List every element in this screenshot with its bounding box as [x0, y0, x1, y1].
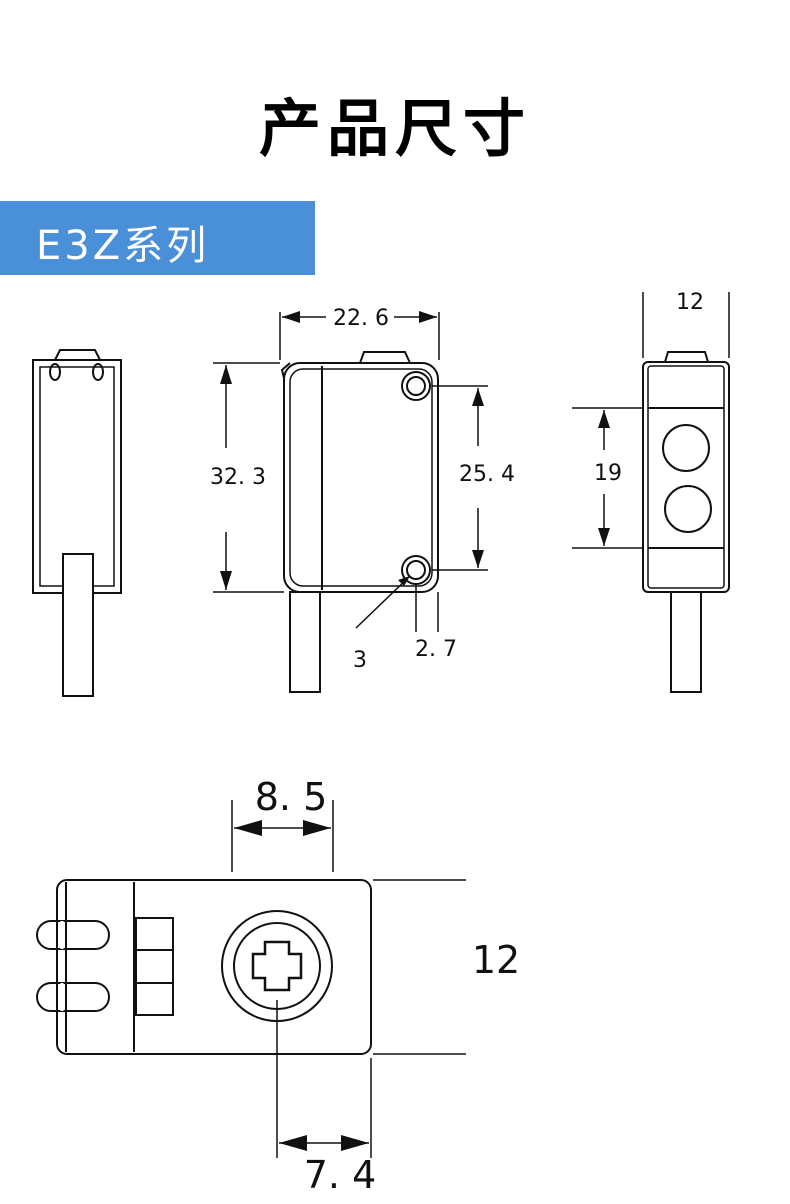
- dim-hole-dia: 3: [353, 648, 367, 673]
- cable-loop-top: [36, 920, 110, 950]
- dim-top-height: 12: [472, 938, 520, 982]
- front-view: [213, 311, 488, 693]
- side-view-right: [572, 292, 730, 693]
- side-view-left: [32, 349, 122, 697]
- dim-height-front: 32. 3: [210, 465, 266, 490]
- dim-top-offset: 8. 5: [255, 775, 328, 819]
- dim-hole-spacing: 25. 4: [459, 462, 515, 487]
- screw-cross-icon: [251, 940, 303, 992]
- page-title: 产品尺寸: [258, 92, 531, 165]
- lens-bottom: [664, 485, 712, 533]
- lens-top: [662, 424, 710, 472]
- series-banner: E3Z系列: [0, 201, 315, 275]
- dim-screw-offset: 7. 4: [304, 1153, 377, 1197]
- dim-lens-spacing: 19: [594, 461, 622, 486]
- dim-width-front: 22. 6: [333, 306, 389, 331]
- dim-side-width: 12: [676, 290, 704, 315]
- dim-hole-offset: 2. 7: [415, 637, 457, 662]
- mount-hole-top: [401, 371, 431, 401]
- series-banner-label: E3Z系列: [36, 223, 210, 269]
- connector-block: [135, 917, 174, 1016]
- top-view: [36, 800, 466, 1158]
- cable-loop-bottom: [36, 982, 110, 1012]
